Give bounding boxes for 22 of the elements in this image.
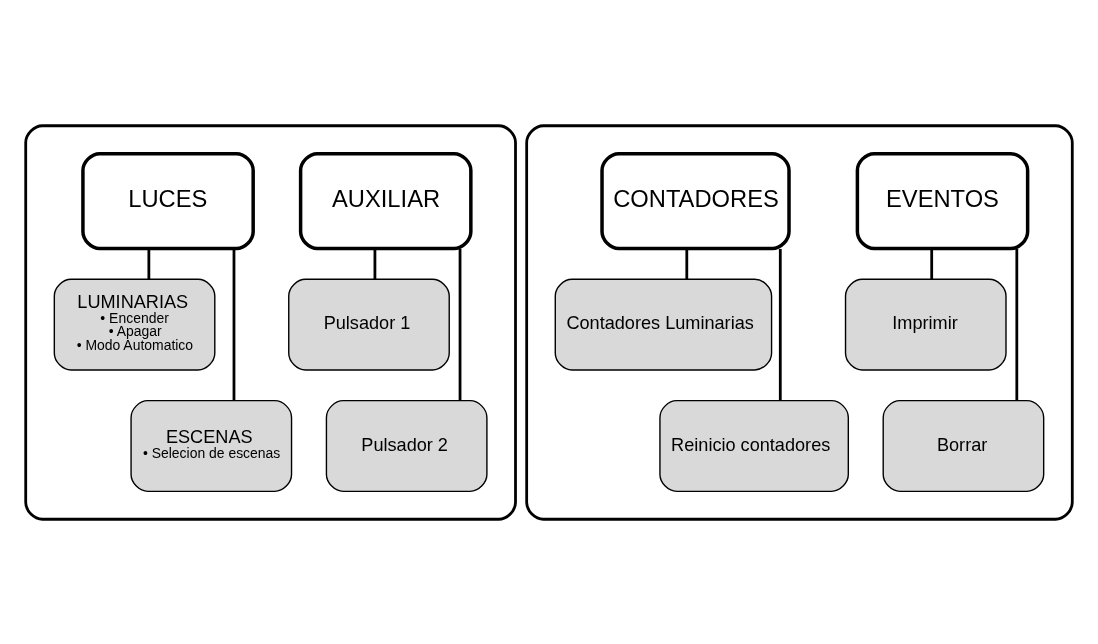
node-box: LUMINARIAS • Encender • Apagar • Modo Automatico <box>53 278 216 371</box>
connector <box>930 248 934 279</box>
node-box: Pulsador 1 <box>288 278 450 371</box>
node-box: EVENTOS <box>855 151 1030 250</box>
node-box: Imprimir <box>844 278 1007 371</box>
connector <box>147 248 151 279</box>
connector <box>685 248 689 279</box>
cluster <box>24 123 517 521</box>
node-box: ESCENAS • Selecion de escenas <box>130 399 293 492</box>
connector <box>778 248 782 400</box>
node-box: AUXILIAR <box>298 151 473 250</box>
connector <box>373 248 377 279</box>
node-box: Borrar <box>882 399 1045 492</box>
node-box: CONTADORES <box>600 151 791 250</box>
connector <box>1015 248 1019 400</box>
connector <box>458 248 462 400</box>
connector <box>232 248 236 400</box>
node-box: LUCES <box>81 151 255 250</box>
cluster <box>525 123 1074 521</box>
node-box: Contadores Luminarias <box>554 278 773 371</box>
node-box: Pulsador 2 <box>325 399 488 492</box>
node-box: Reinicio contadores <box>659 399 850 492</box>
